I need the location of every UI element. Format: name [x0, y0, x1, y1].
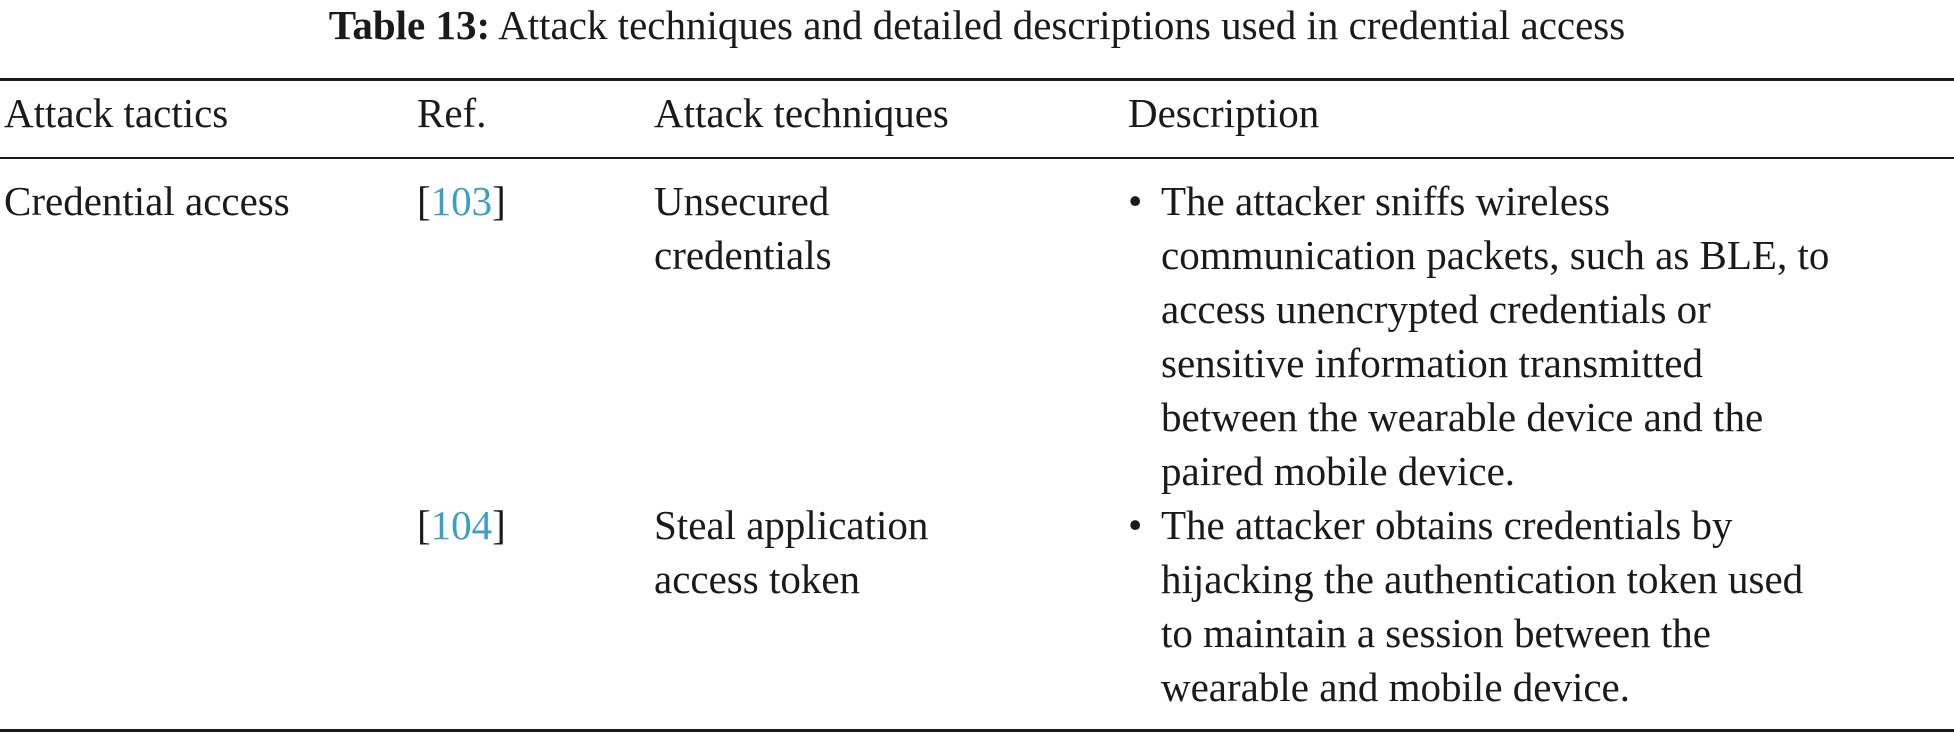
- caption-text: Attack techniques and detailed descripti…: [498, 2, 1626, 48]
- row1-technique-line-2: credentials: [654, 232, 832, 278]
- row1-description-line-6: paired mobile device.: [1161, 448, 1516, 494]
- row1-bullet: •: [1128, 178, 1143, 224]
- row2-ref: [104]: [417, 498, 506, 552]
- row1-description-line-5: between the wearable device and the: [1161, 394, 1764, 440]
- row2-technique-line-2: access token: [654, 556, 861, 602]
- row2-bullet: •: [1128, 502, 1143, 548]
- row1-description-line-3: access unencrypted credentials or: [1161, 286, 1711, 332]
- row1-tactic: Credential access: [4, 178, 290, 224]
- row1-technique-line-1: Unsecured: [654, 178, 830, 224]
- row1-description-line-1: The attacker sniffs wireless: [1161, 178, 1610, 224]
- row1-description-line-2: communication packets, such as BLE, to: [1161, 232, 1830, 278]
- row1-ref-close: ]: [492, 178, 506, 224]
- table-bottom-rule: [0, 729, 1954, 732]
- row1-description-text: The attacker sniffs wireless communicati…: [1161, 174, 1954, 498]
- caption-label: Table 13:: [328, 2, 491, 48]
- header-description: Description: [1128, 90, 1320, 136]
- row2-description-line-4: wearable and mobile device.: [1161, 664, 1630, 710]
- row1-ref: [103]: [417, 174, 506, 228]
- table-top-rule: [0, 78, 1954, 81]
- row2-ref-close: ]: [492, 502, 506, 548]
- row1-ref-open: [: [417, 178, 431, 224]
- row2-description-text: The attacker obtains credentials by hija…: [1161, 498, 1954, 714]
- row2-description-line-2: hijacking the authentication token used: [1161, 556, 1804, 602]
- header-attack-techniques: Attack techniques: [654, 90, 949, 136]
- table-header-rule: [0, 157, 1954, 159]
- row1-ref-link[interactable]: 103: [430, 178, 493, 224]
- row2-ref-open: [: [417, 502, 431, 548]
- row2-ref-link[interactable]: 104: [430, 502, 493, 548]
- header-ref: Ref.: [417, 90, 487, 136]
- row2-technique-line-1: Steal application: [654, 502, 929, 548]
- header-attack-tactics: Attack tactics: [4, 90, 229, 136]
- row2-description-line-3: to maintain a session between the: [1161, 610, 1711, 656]
- row1-description-line-4: sensitive information transmitted: [1161, 340, 1704, 386]
- row2-description-line-1: The attacker obtains credentials by: [1161, 502, 1733, 548]
- table-caption: Table 13: Attack techniques and detailed…: [0, 0, 1954, 50]
